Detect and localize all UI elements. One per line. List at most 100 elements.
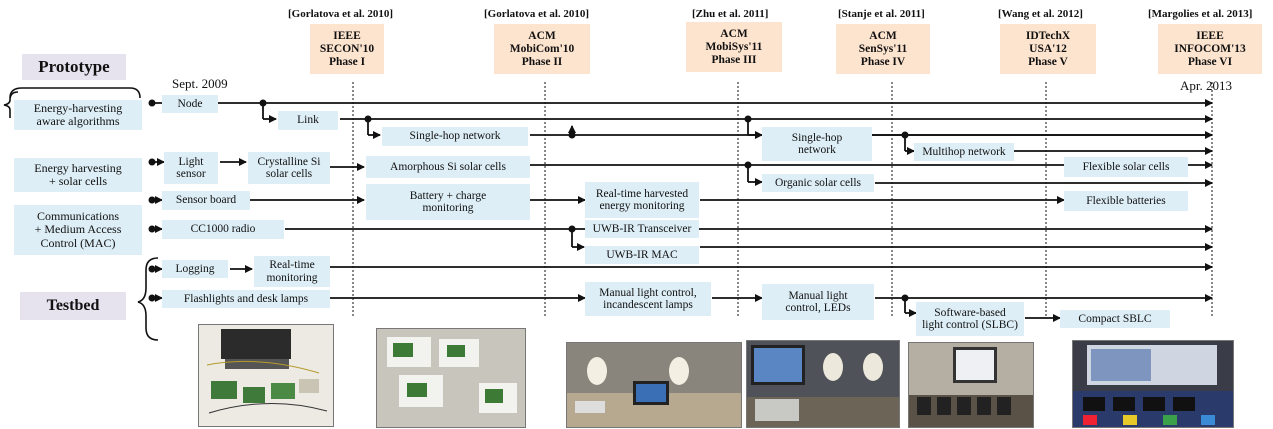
box-crystalline-si: Crystalline Si solar cells bbox=[248, 152, 330, 184]
box-sblc-line-2: light control (SLBC) bbox=[922, 319, 1018, 331]
photo-phase-6-testbed bbox=[1072, 340, 1234, 428]
box-light-sensor-line-2: sensor bbox=[176, 168, 206, 180]
start-date: Sept. 2009 bbox=[172, 76, 228, 91]
box-amorphous-si: Amorphous Si solar cells bbox=[366, 156, 530, 178]
box-battery-line-2: monitoring bbox=[422, 202, 474, 214]
box-flashlights: Flashlights and desk lamps bbox=[162, 290, 330, 308]
phase-3-reference: [Zhu et al. 2011] bbox=[692, 8, 769, 20]
box-crystalline-line-2: solar cells bbox=[265, 168, 313, 180]
photo-phase-5-testbed bbox=[908, 342, 1034, 428]
phase-1-conf: SECON'10 bbox=[319, 42, 375, 55]
phase-3-label: Phase III bbox=[711, 53, 757, 66]
timeline-arrows bbox=[152, 99, 1213, 322]
phase-6-reference: [Margolies et al. 2013] bbox=[1148, 8, 1253, 20]
box-uwb-transceiver: UWB-IR Transceiver bbox=[585, 220, 699, 238]
phase-5-conf: USA'12 bbox=[1029, 42, 1067, 55]
phase-2-reference: [Gorlatova et al. 2010] bbox=[484, 8, 590, 20]
box-realtime-harvest: Real-time harvested energy monitoring bbox=[585, 182, 699, 218]
phase-4-label: Phase IV bbox=[860, 55, 906, 68]
category-algorithms-line-2: aware algorithms bbox=[36, 114, 120, 128]
phase-4-conf: SenSys'11 bbox=[858, 42, 908, 55]
box-manual-leds-line-1: Manual light bbox=[788, 289, 848, 302]
box-realtime-monitoring: Real-time monitoring bbox=[254, 256, 330, 287]
box-battery-monitoring: Battery + charge monitoring bbox=[366, 184, 530, 220]
box-single-hop-network-1: Single-hop network bbox=[382, 127, 528, 146]
box-single-hop-network-2: Single-hop network bbox=[762, 127, 872, 161]
box-manual-incandescent: Manual light control, incandescent lamps bbox=[585, 282, 711, 316]
box-realtime-monitoring-line-2: monitoring bbox=[266, 271, 318, 284]
phase-2-venue: ACM bbox=[528, 29, 556, 42]
box-organic-solar: Organic solar cells bbox=[762, 174, 874, 192]
box-compact-sblc: Compact SBLC bbox=[1060, 310, 1170, 328]
category-mac-line-3: Control (MAC) bbox=[40, 235, 116, 250]
box-realtime-harvest-line-1: Real-time harvested bbox=[595, 187, 689, 200]
box-uwb-mac: UWB-IR MAC bbox=[585, 246, 699, 264]
phase-5-venue: IDTechX bbox=[1025, 29, 1071, 42]
photo-phase-2-testbed bbox=[376, 328, 526, 428]
phase-4-venue: ACM bbox=[869, 29, 897, 42]
phase-6-conf: INFOCOM'13 bbox=[1174, 42, 1246, 55]
phase-divider-lines bbox=[352, 82, 1213, 316]
phase-5-reference: [Wang et al. 2012] bbox=[998, 8, 1083, 20]
testbed-brace bbox=[137, 257, 159, 341]
box-crystalline-line-1: Crystalline Si bbox=[257, 155, 321, 168]
box-single-hop-2-line-1: Single-hop bbox=[791, 131, 843, 144]
junction-dots bbox=[148, 99, 909, 302]
photo-phase-3-art bbox=[567, 357, 741, 427]
phase-1-label: Phase I bbox=[328, 55, 366, 68]
box-manual-incand-line-1: Manual light control, bbox=[599, 286, 697, 299]
category-mac-line-1: Communications bbox=[37, 208, 119, 223]
phase-6-box: IEEE INFOCOM'13 Phase VI bbox=[1158, 24, 1262, 74]
box-realtime-harvest-line-2: energy monitoring bbox=[599, 200, 685, 212]
box-single-hop-2-line-2: network bbox=[798, 144, 836, 156]
box-light-sensor-line-1: Light bbox=[178, 155, 204, 168]
box-manual-leds-line-2: control, LEDs bbox=[785, 302, 851, 314]
photo-phase-5-art bbox=[909, 347, 1033, 427]
phase-5-label: Phase V bbox=[1028, 55, 1068, 68]
category-solar-line-2: + solar cells bbox=[48, 174, 108, 188]
category-solar: Energy harvesting + solar cells bbox=[14, 158, 142, 192]
box-flexible-batteries: Flexible batteries bbox=[1064, 191, 1188, 211]
box-sensor-board: Sensor board bbox=[162, 191, 250, 210]
phase-1-box: IEEE SECON'10 Phase I bbox=[310, 24, 384, 74]
category-algorithms-line-1: Energy-harvesting bbox=[33, 100, 123, 115]
box-software-based-light-control: Software-based light control (SLBC) bbox=[916, 302, 1024, 336]
photo-phase-3-testbed bbox=[566, 342, 742, 428]
box-link: Link bbox=[278, 111, 338, 130]
category-algorithms: Energy-harvesting aware algorithms bbox=[14, 100, 142, 130]
category-mac: Communications + Medium Access Control (… bbox=[14, 205, 142, 255]
phase-6-label: Phase VI bbox=[1187, 55, 1233, 68]
phase-2-conf: MobiCom'10 bbox=[509, 42, 575, 55]
box-cc1000-radio: CC1000 radio bbox=[162, 220, 284, 239]
phase-1-reference: [Gorlatova et al. 2010] bbox=[288, 8, 394, 20]
category-mac-line-2: + Medium Access bbox=[34, 222, 122, 237]
phase-5-box: IDTechX USA'12 Phase V bbox=[1000, 24, 1096, 74]
box-flexible-solar: Flexible solar cells bbox=[1064, 157, 1188, 177]
phase-2-label: Phase II bbox=[521, 55, 563, 68]
phase-4-reference: [Stanje et al. 2011] bbox=[838, 8, 925, 20]
box-battery-line-1: Battery + charge bbox=[409, 189, 487, 202]
prototype-label: Prototype bbox=[22, 54, 126, 80]
box-manual-leds: Manual light control, LEDs bbox=[762, 284, 874, 320]
testbed-label: Testbed bbox=[20, 292, 126, 320]
box-logging: Logging bbox=[162, 260, 228, 278]
prototype-brace bbox=[3, 91, 19, 118]
photo-phase-4-testbed bbox=[746, 340, 900, 428]
photo-phase-4-art bbox=[747, 345, 899, 427]
phase-2-box: ACM MobiCom'10 Phase II bbox=[494, 24, 590, 74]
box-sblc-line-1: Software-based bbox=[934, 306, 1006, 319]
end-date: Apr. 2013 bbox=[1180, 78, 1232, 93]
box-manual-incand-line-2: incandescent lamps bbox=[603, 299, 693, 311]
phase-1-venue: IEEE bbox=[333, 29, 361, 42]
category-solar-line-1: Energy harvesting bbox=[34, 160, 122, 175]
box-multihop-network: Multihop network bbox=[914, 143, 1014, 161]
phase-6-venue: IEEE bbox=[1196, 29, 1224, 42]
prototype-brace-top bbox=[9, 87, 141, 99]
photo-phase-1-testbed bbox=[198, 324, 334, 427]
phase-3-conf: MobiSys'11 bbox=[705, 40, 763, 53]
box-light-sensor: Light sensor bbox=[164, 152, 218, 184]
phase-3-box: ACM MobiSys'11 Phase III bbox=[686, 22, 782, 72]
photo-phase-6-art bbox=[1073, 345, 1233, 427]
